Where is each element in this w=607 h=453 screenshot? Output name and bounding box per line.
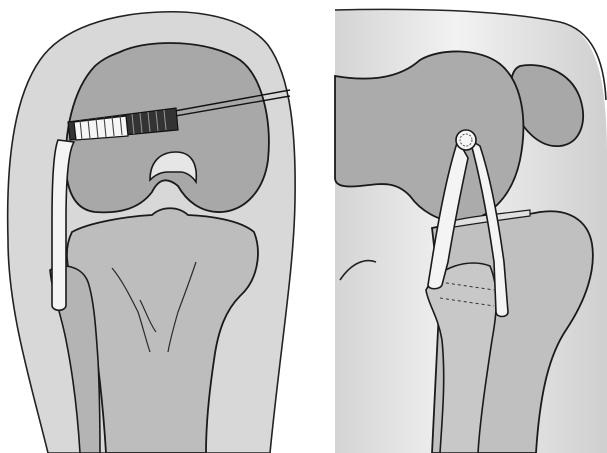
lateral-view-panel — [335, 9, 607, 453]
frontal-view-panel — [8, 12, 295, 453]
lateral-screw-head — [456, 130, 476, 150]
